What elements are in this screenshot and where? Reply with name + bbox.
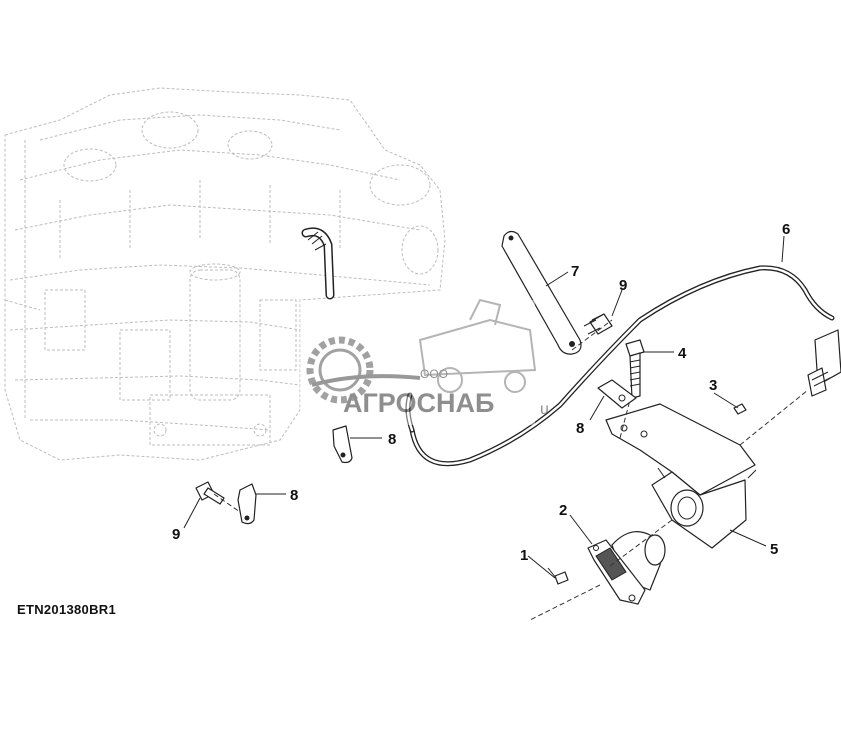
figure-id-label: ETN201380BR1: [17, 602, 116, 617]
wiring-harness: [405, 265, 835, 467]
callout-7: 7: [571, 263, 579, 280]
leader-lines: [183, 235, 809, 621]
callout-9-upper: 9: [619, 277, 627, 294]
support-strap: [501, 230, 582, 355]
callout-4: 4: [678, 345, 687, 362]
gear-icon: [306, 336, 374, 404]
nut: [733, 403, 747, 415]
callout-9-left: 9: [172, 526, 180, 543]
engine-hose-elbow: [301, 227, 335, 300]
callout-6: 6: [782, 221, 790, 238]
combine-harvester-icon: [418, 298, 537, 393]
watermark-prefix: ООО: [420, 367, 448, 381]
watermark-name: АГРОСНАБ: [343, 388, 494, 418]
callout-3: 3: [709, 377, 717, 394]
watermark-suffix: u: [540, 401, 549, 418]
callout-8-right: 8: [576, 420, 584, 437]
engine-ghost-outline: [4, 87, 446, 461]
callout-8-middle: 8: [388, 431, 396, 448]
harness-connector: [807, 329, 841, 397]
socket-bracket: [605, 403, 757, 549]
cap-screw-lower: [547, 567, 569, 585]
clamp-right: [597, 379, 637, 409]
callout-labels: 6 7 9 4 3 8 5 2 1 8 8 9: [172, 221, 790, 564]
cap-screw-left: [195, 481, 225, 505]
trailer-socket: [587, 531, 666, 605]
bolt: [625, 339, 645, 399]
watermark-logo: ООО АГРОСНАБ u: [300, 298, 549, 425]
clamp-lower-left: [237, 483, 257, 525]
clamp-middle: [332, 425, 353, 464]
callout-2: 2: [559, 502, 567, 519]
callout-5: 5: [770, 541, 778, 558]
cap-screw-upper: [583, 313, 613, 335]
callout-1: 1: [520, 547, 528, 564]
callout-8-left: 8: [290, 487, 298, 504]
